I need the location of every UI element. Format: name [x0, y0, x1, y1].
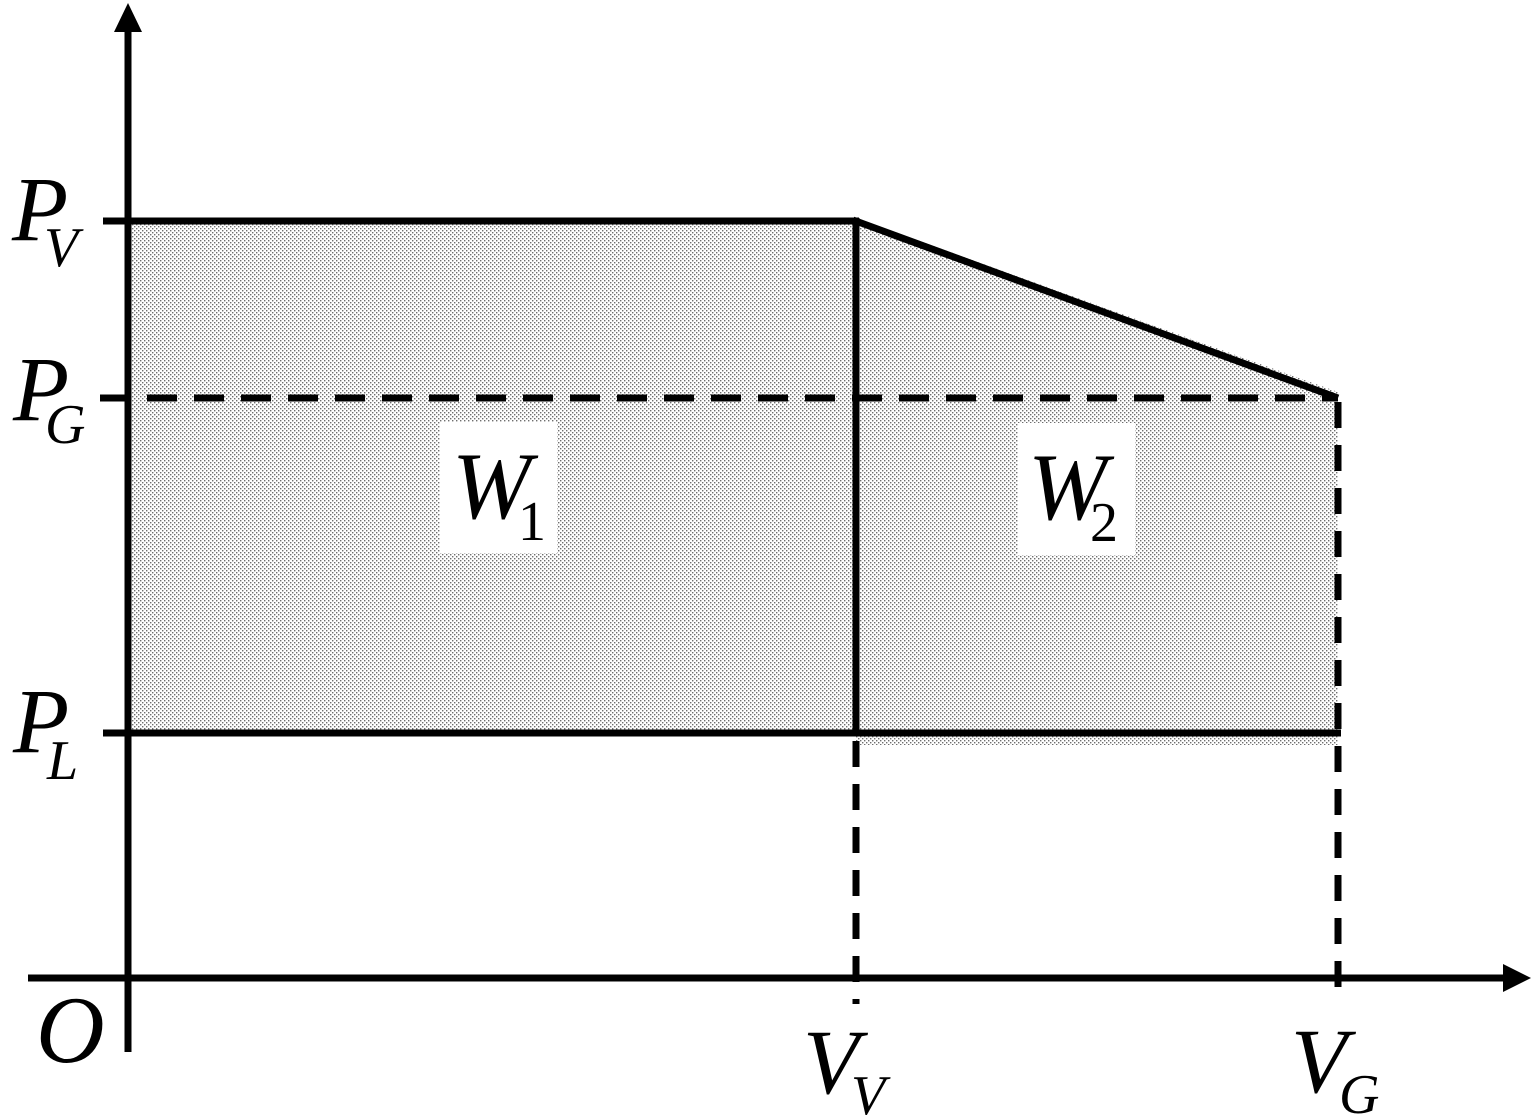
label-vg-main: V — [1291, 1010, 1357, 1112]
label-pg: P G — [12, 338, 85, 456]
label-pv-main: P — [11, 158, 68, 260]
label-vv-main: V — [803, 1011, 869, 1113]
label-vg-sub: G — [1339, 1064, 1379, 1117]
label-vg: V G — [1291, 1010, 1379, 1117]
label-origin: O — [36, 977, 105, 1083]
label-pl: P L — [12, 670, 78, 792]
w1-label-plate — [440, 422, 557, 553]
label-w1-sub: 1 — [518, 491, 546, 553]
label-pg-main: P — [12, 338, 69, 440]
y-axis-arrowhead-icon — [114, 3, 142, 32]
label-pl-sub: L — [46, 730, 78, 792]
label-w1: W 1 — [452, 433, 546, 553]
label-pv: P V — [11, 158, 84, 279]
label-vv: V V — [803, 1011, 891, 1117]
condensation-slope-line — [851, 216, 1340, 402]
label-w2-main: W — [1028, 434, 1115, 540]
x-axis-arrowhead-icon — [1503, 964, 1531, 992]
label-pv-sub: V — [44, 217, 84, 279]
label-pg-sub: G — [45, 394, 85, 456]
label-vv-sub: V — [851, 1065, 891, 1117]
label-w2-sub: 2 — [1090, 492, 1118, 554]
w2-label-plate — [1018, 423, 1135, 555]
label-w2: W 2 — [1028, 434, 1118, 554]
label-w1-main: W — [452, 433, 539, 539]
label-pl-main: P — [12, 670, 69, 772]
